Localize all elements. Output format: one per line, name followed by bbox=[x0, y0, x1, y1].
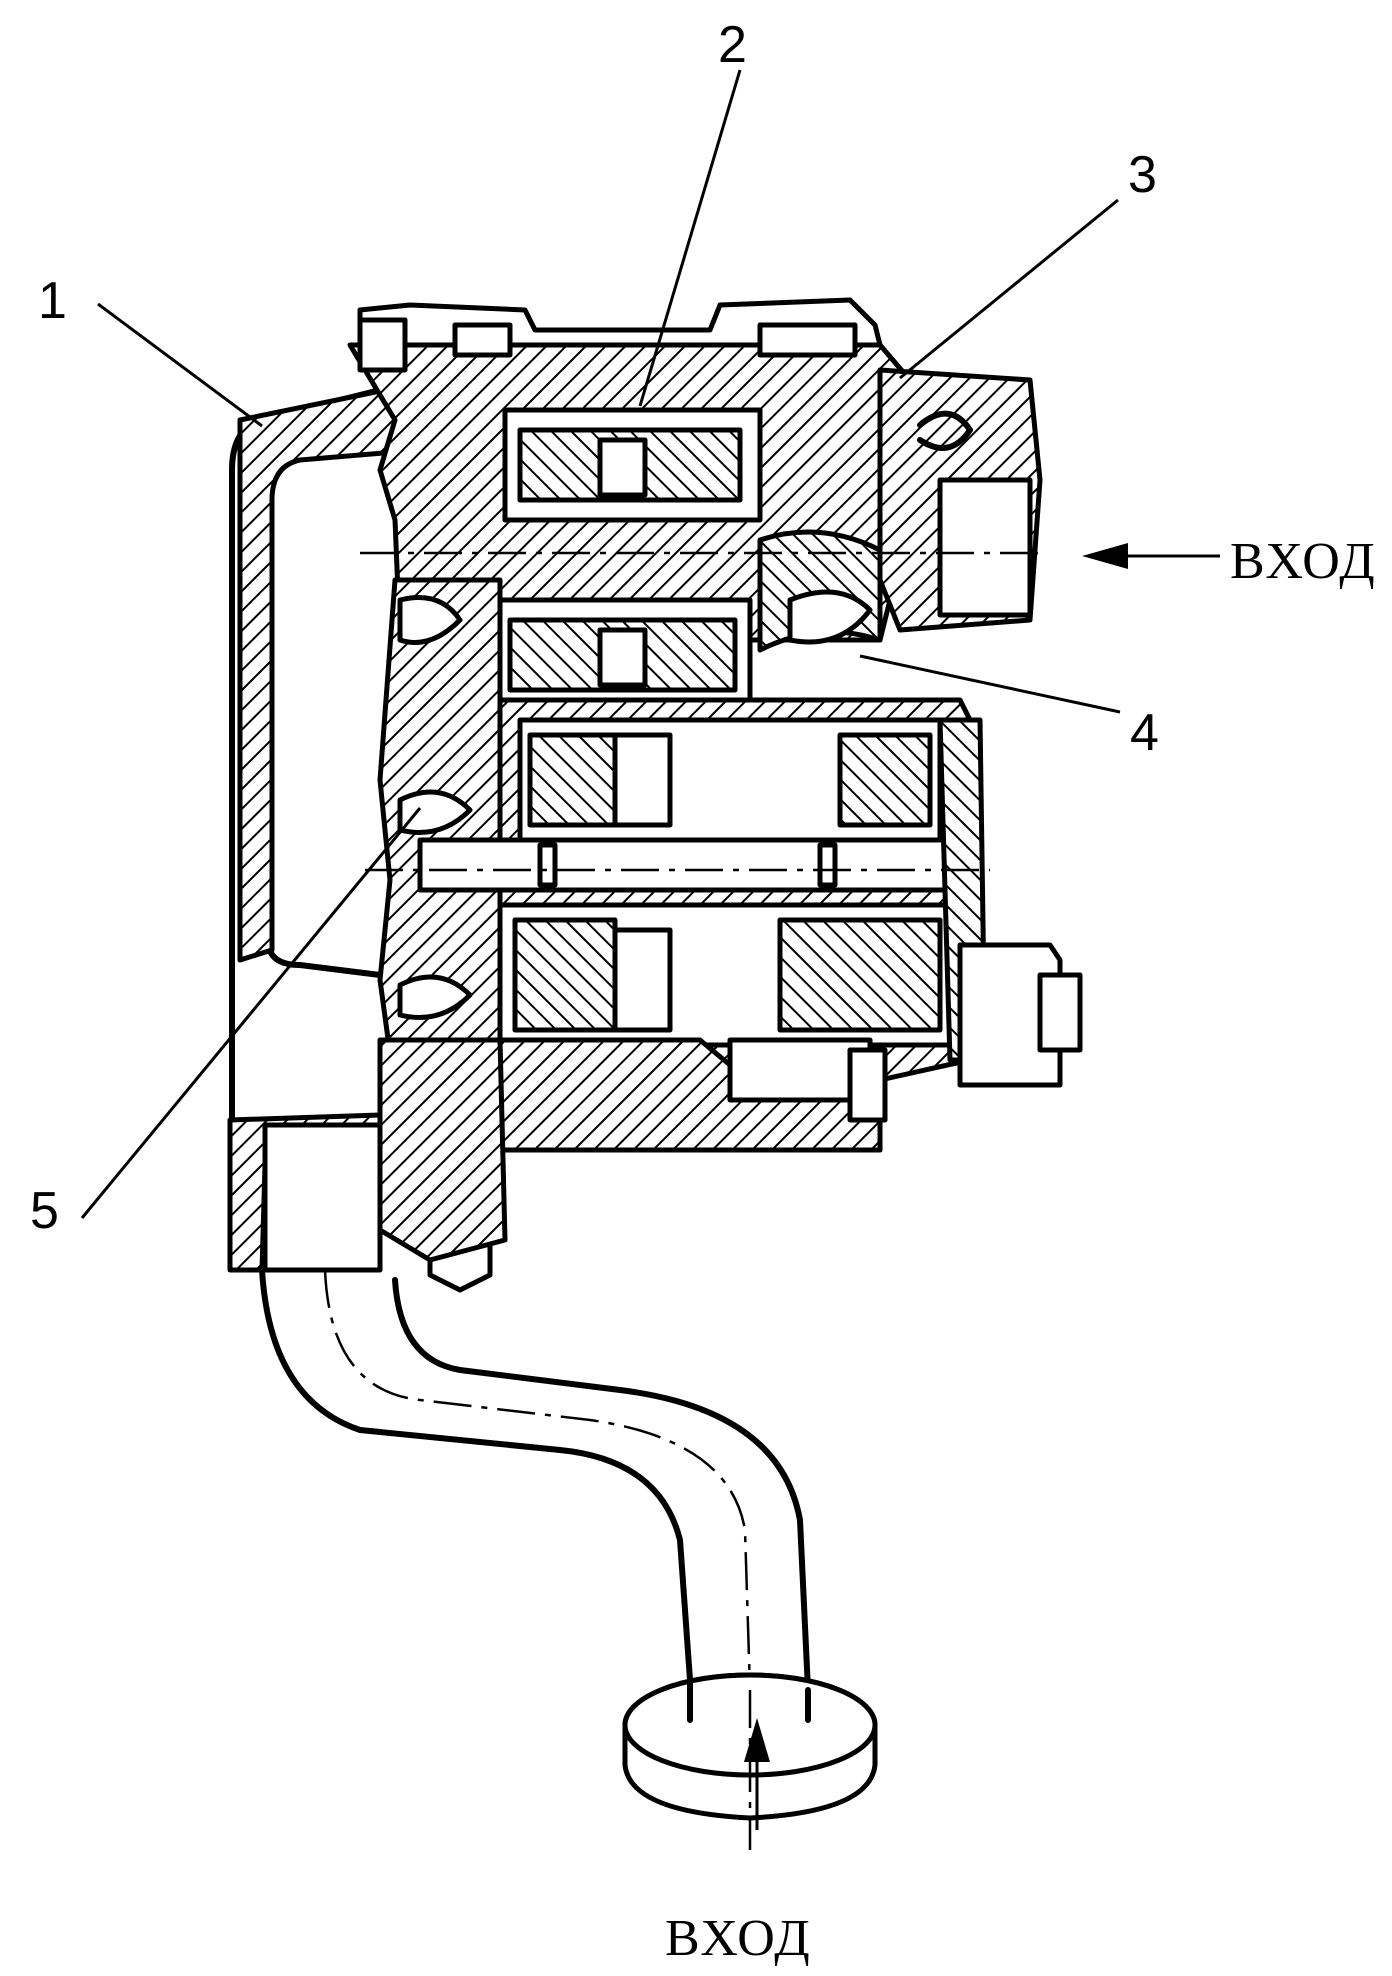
part-label-5: 5 bbox=[30, 1182, 59, 1240]
part-label-3: 3 bbox=[1128, 146, 1157, 204]
pump-body bbox=[347, 297, 1083, 1293]
leader-line-3 bbox=[899, 198, 1119, 380]
side-inlet-arrowhead bbox=[1082, 543, 1128, 569]
part-label-2: 2 bbox=[718, 16, 747, 74]
leader-line-5 bbox=[80, 807, 422, 1219]
flow-arrows bbox=[744, 543, 1220, 1830]
leader-line-2 bbox=[638, 69, 742, 407]
bottom-inlet-arrowhead bbox=[744, 1718, 770, 1762]
leader-line-4 bbox=[859, 654, 1121, 714]
suction-pipe bbox=[259, 1122, 878, 1821]
leader-line-1 bbox=[97, 302, 263, 428]
callout-leaders bbox=[80, 69, 1121, 1219]
inlet-side-label: ВХОД bbox=[1230, 533, 1377, 590]
part-label-1: 1 bbox=[38, 272, 67, 330]
centerlines bbox=[360, 551, 1040, 1850]
part-label-4: 4 bbox=[1130, 704, 1159, 762]
inlet-bottom-label: ВХОД bbox=[665, 1910, 812, 1967]
